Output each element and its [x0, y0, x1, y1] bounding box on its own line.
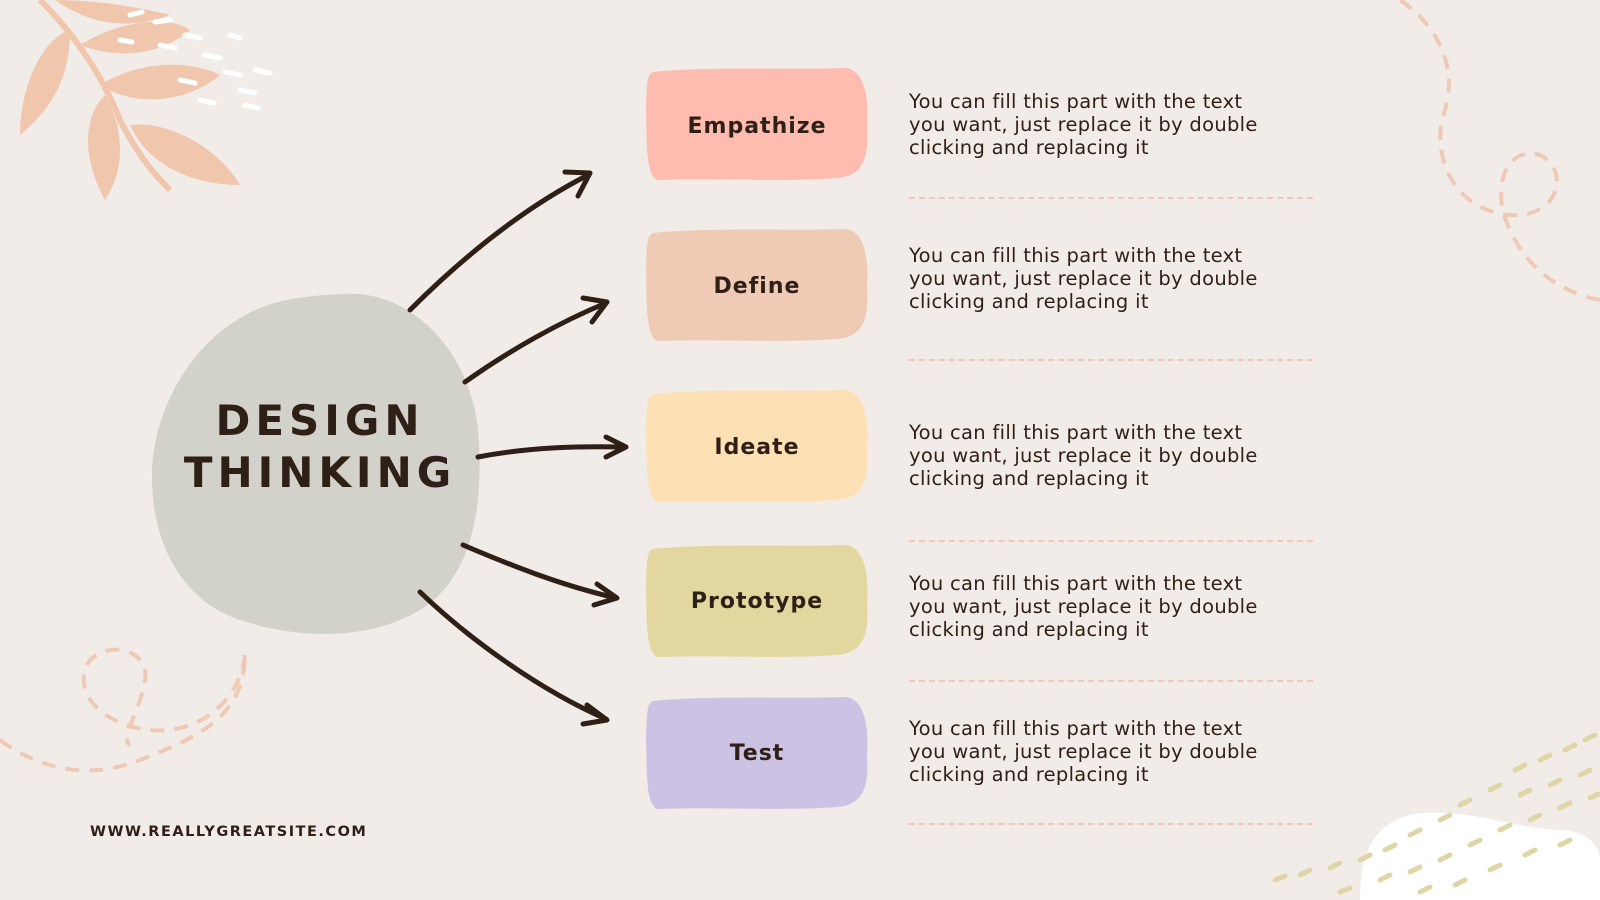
title-line-2: THINKING — [183, 448, 457, 497]
dashed-loop-decor — [1398, 0, 1600, 302]
divider — [909, 823, 1313, 825]
arrow-to-empathize — [407, 172, 591, 313]
step-desc-test: You can fill this part with the text you… — [909, 717, 1289, 786]
divider — [909, 540, 1313, 542]
arrows — [407, 169, 629, 727]
step-box-prototype — [646, 545, 868, 657]
desc-line: clicking and replacing it — [909, 467, 1149, 490]
step-label-empathize: Empathize — [687, 114, 827, 139]
desc-line: clicking and replacing it — [909, 763, 1149, 786]
dashed-loop-decor-bottom — [0, 647, 247, 773]
desc-line: You can fill this part with the text — [909, 717, 1243, 740]
arrow-to-ideate — [475, 444, 628, 460]
step-desc-define: You can fill this part with the text you… — [909, 244, 1289, 313]
desc-line: clicking and replacing it — [909, 290, 1149, 313]
step-desc-ideate: You can fill this part with the text you… — [909, 421, 1289, 490]
arrow-to-define — [462, 300, 609, 385]
step-box-empathize — [646, 68, 868, 180]
step-label-define: Define — [713, 274, 801, 299]
white-blob-decor — [1360, 812, 1600, 900]
desc-line: You can fill this part with the text — [909, 421, 1243, 444]
arrow-to-test — [417, 589, 609, 722]
title-line-1: DESIGN — [215, 396, 425, 445]
step-box-define — [646, 229, 868, 341]
step-label-test: Test — [729, 741, 785, 766]
step-label-prototype: Prototype — [690, 589, 824, 614]
desc-line: You can fill this part with the text — [909, 244, 1243, 267]
divider — [909, 359, 1313, 361]
step-label-ideate: Ideate — [714, 435, 800, 460]
desc-line: you want, just replace it by double — [909, 444, 1258, 467]
desc-line: you want, just replace it by double — [909, 113, 1258, 136]
step-box-ideate — [646, 390, 868, 502]
center-blob — [151, 293, 480, 634]
desc-line: you want, just replace it by double — [909, 267, 1258, 290]
olive-dashes-decor — [1272, 732, 1600, 895]
desc-line: clicking and replacing it — [909, 618, 1149, 641]
desc-line: clicking and replacing it — [909, 136, 1149, 159]
divider — [909, 680, 1313, 682]
step-box-test — [646, 697, 868, 809]
step-desc-prototype: You can fill this part with the text you… — [909, 572, 1289, 641]
desc-line: You can fill this part with the text — [909, 572, 1243, 595]
step-desc-empathize: You can fill this part with the text you… — [909, 90, 1289, 159]
desc-line: You can fill this part with the text — [909, 90, 1243, 113]
step-boxes — [646, 68, 868, 809]
desc-line: you want, just replace it by double — [909, 740, 1258, 763]
desc-line: you want, just replace it by double — [909, 595, 1258, 618]
page-title: DESIGN THINKING — [150, 395, 490, 499]
arrow-to-prototype — [460, 542, 619, 601]
white-dashes-decor — [117, 9, 273, 111]
divider — [909, 197, 1313, 199]
footer-url[interactable]: WWW.REALLYGREATSITE.COM — [90, 824, 368, 840]
